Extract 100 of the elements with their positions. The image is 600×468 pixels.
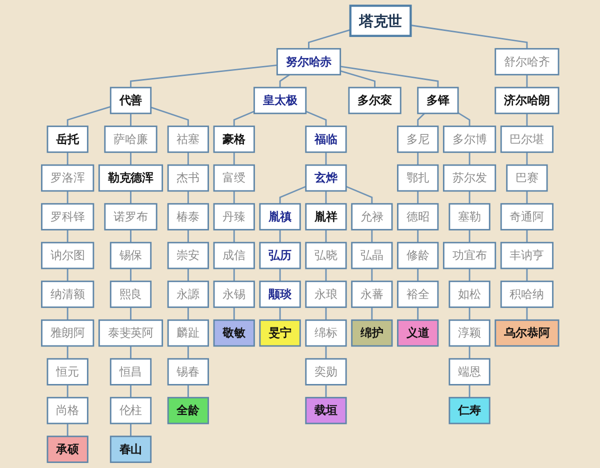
node-box: 杰书	[167, 164, 209, 192]
connector	[325, 230, 327, 243]
connector	[130, 64, 278, 88]
node-box: 多尔衮	[348, 86, 402, 114]
node-box: 祜塞	[167, 126, 209, 153]
connector	[526, 74, 528, 88]
connector	[130, 307, 132, 320]
node-box: 全龄	[167, 396, 209, 424]
node-box: 诺罗布	[104, 203, 158, 230]
node-box: 多尼	[396, 126, 439, 153]
node-box: 皇太极	[253, 86, 306, 114]
connector	[468, 346, 470, 359]
connector	[417, 190, 418, 204]
connector	[66, 423, 68, 436]
connector	[371, 307, 372, 320]
node-box: 多尔博	[442, 126, 496, 153]
node-box: 泰斐英阿	[98, 319, 163, 347]
node-box: 积哈纳	[500, 280, 554, 308]
node-box: 颙琰	[259, 280, 301, 308]
node-box: 锡春	[167, 358, 209, 386]
connector	[233, 190, 235, 204]
node-box: 巴尔堪	[500, 126, 554, 153]
node-box: 尚格	[46, 396, 88, 424]
node-box: 萨哈廉	[104, 126, 158, 153]
node-box: 讷尔图	[40, 242, 94, 270]
connector	[526, 230, 528, 243]
connector	[66, 384, 68, 398]
node-box: 罗洛浑	[40, 164, 94, 192]
connector	[130, 190, 132, 204]
connector	[130, 268, 132, 282]
node-box: 淳颖	[448, 319, 490, 347]
node-box: 永锡	[213, 280, 255, 308]
node-box: 塞勒	[448, 203, 490, 230]
node-box: 熙良	[110, 280, 152, 308]
connector	[417, 268, 418, 282]
node-box: 载垣	[305, 396, 347, 424]
connector	[417, 152, 418, 166]
node-box: 端恩	[448, 358, 490, 386]
connector	[187, 384, 189, 398]
node-box: 乌尔恭阿	[494, 319, 560, 347]
connector	[233, 268, 235, 282]
connector	[130, 230, 132, 243]
node-box: 弘历	[259, 242, 301, 270]
node-box: 奇通阿	[500, 203, 554, 230]
connector	[279, 268, 281, 282]
connector	[150, 106, 189, 126]
connector	[305, 110, 327, 126]
connector	[468, 190, 470, 204]
node-box: 承硕	[46, 436, 88, 463]
connector	[340, 66, 439, 88]
connector	[468, 384, 470, 398]
connector	[468, 152, 470, 166]
node-box: 鄂扎	[396, 164, 439, 192]
connector	[325, 268, 327, 282]
connector	[233, 307, 235, 320]
node-box: 恒昌	[110, 358, 152, 386]
node-box: 旻宁	[259, 319, 301, 347]
connector	[410, 24, 528, 49]
node-box: 永琅	[305, 280, 347, 308]
node-box: 裕全	[396, 280, 439, 308]
connector	[417, 112, 425, 126]
connector	[233, 152, 235, 166]
node-box: 奕勋	[305, 358, 347, 386]
node-box: 修龄	[396, 242, 439, 270]
node-box: 弘晶	[350, 242, 393, 270]
node-box: 济尔哈朗	[494, 86, 560, 114]
node-box: 罗科铎	[40, 203, 94, 230]
node-box: 仁寿	[448, 396, 490, 424]
connector	[66, 307, 68, 320]
connector	[340, 70, 376, 88]
connector	[325, 384, 327, 398]
node-box: 绵标	[305, 319, 347, 347]
node-box: 德昭	[396, 203, 439, 230]
connector	[325, 307, 327, 320]
node-box: 永謜	[167, 280, 209, 308]
connector	[325, 152, 327, 166]
connector	[325, 190, 327, 204]
connector	[187, 190, 189, 204]
node-box: 胤禛	[259, 203, 301, 230]
node-box: 雅朗阿	[40, 319, 94, 347]
node-box: 敬敏	[213, 319, 255, 347]
node-box: 恒元	[46, 358, 88, 386]
connector	[187, 268, 189, 282]
node-box: 胤祥	[305, 203, 347, 230]
connector	[130, 384, 132, 398]
connector	[66, 152, 68, 166]
node-box: 绵护	[350, 319, 393, 347]
connector	[458, 112, 470, 126]
connector	[130, 113, 132, 126]
node-box: 巴赛	[506, 164, 548, 192]
connector	[526, 268, 528, 282]
node-box: 成信	[213, 242, 255, 270]
connector	[468, 230, 470, 243]
node-box: 岳托	[46, 126, 88, 153]
node-box: 富绶	[213, 164, 255, 192]
connector	[526, 307, 528, 320]
connector	[468, 307, 470, 320]
connector	[526, 113, 528, 126]
connector	[66, 268, 68, 282]
node-box: 丹臻	[213, 203, 255, 230]
